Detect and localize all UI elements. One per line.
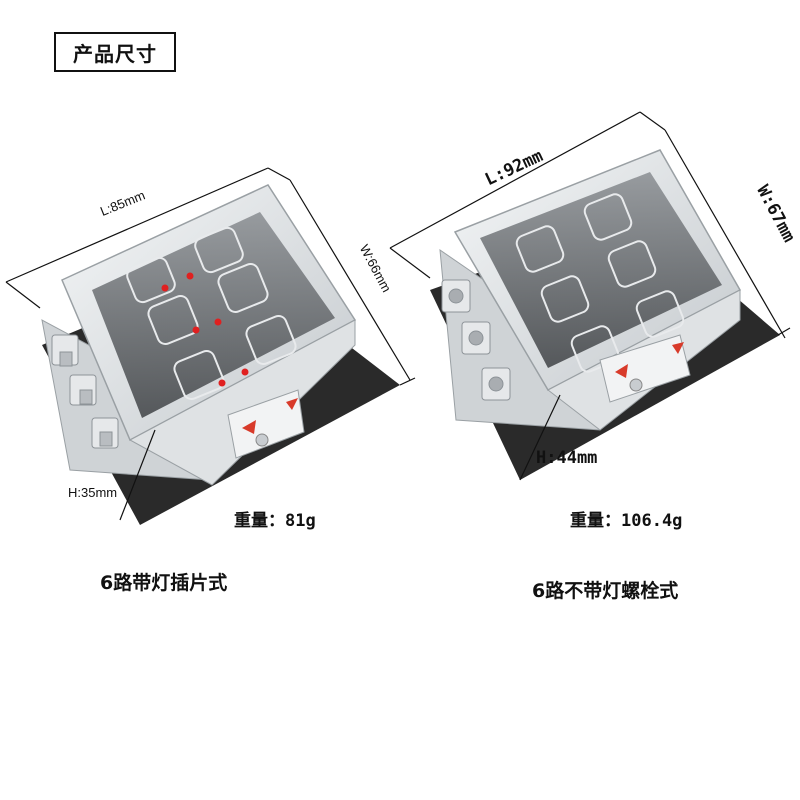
press-arrow-icon <box>672 342 684 354</box>
left-led-indicators <box>161 272 249 387</box>
left-height-label: H:35mm <box>68 485 118 500</box>
left-fuse-slots <box>126 226 297 400</box>
left-press-latch <box>227 389 305 459</box>
press-arrow-icon <box>286 398 298 410</box>
right-dimension-lines <box>389 111 791 481</box>
bolt-icon <box>448 288 464 304</box>
right-height-label: H:44mm <box>536 448 598 468</box>
left-dimension-lines <box>5 167 416 521</box>
right-product-caption: 6路不带灯螺栓式 <box>532 580 679 602</box>
press-arrow-icon <box>615 364 628 378</box>
press-arrow-icon <box>242 420 256 434</box>
right-fuse-slots <box>515 193 685 373</box>
bolt-icon <box>488 376 504 392</box>
right-bolt-terminals <box>441 279 511 401</box>
left-shell-inner <box>92 212 335 418</box>
bolt-icon <box>468 330 484 346</box>
led-icon <box>214 318 222 326</box>
right-press-latch <box>599 334 691 403</box>
right-fuse-box <box>389 111 791 481</box>
right-shell-inner <box>480 172 722 368</box>
led-icon <box>241 368 249 376</box>
left-terminals <box>51 334 119 449</box>
left-fuse-box <box>5 167 416 525</box>
right-weight-label: 重量：106.4g <box>570 511 683 531</box>
left-product-caption: 6路带灯插片式 <box>100 572 228 594</box>
led-icon <box>218 379 226 387</box>
left-weight-label: 重量：81g <box>234 511 316 531</box>
led-icon <box>192 326 200 334</box>
led-icon <box>161 284 169 292</box>
led-icon <box>186 272 194 280</box>
page-title: 产品尺寸 <box>54 32 176 72</box>
left-shell-front <box>128 319 356 486</box>
